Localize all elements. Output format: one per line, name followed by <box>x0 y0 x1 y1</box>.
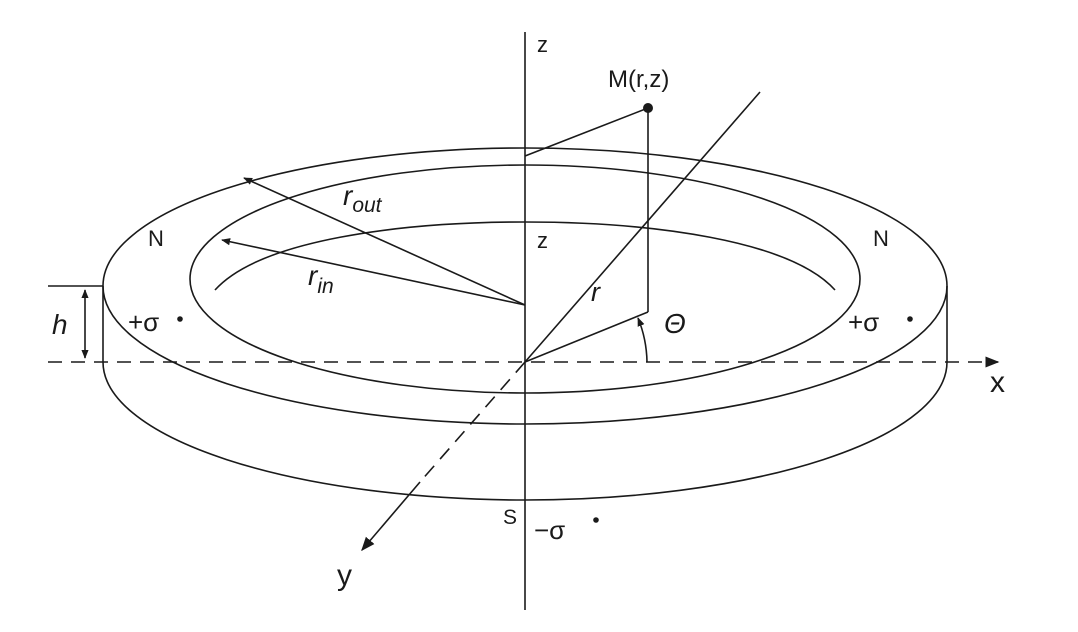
z-axis-label-top: z <box>537 32 548 57</box>
north-label-right: N <box>873 226 889 251</box>
y-axis-far <box>524 91 761 363</box>
sigma-plus-right: +σ <box>848 307 879 337</box>
height-label: h <box>52 309 68 340</box>
y-axis-near-solid <box>361 481 421 552</box>
theta-arc <box>637 317 648 363</box>
r-in-label: rin <box>308 260 334 298</box>
south-label: S <box>503 506 517 529</box>
sigma-dot-bottom <box>593 517 599 523</box>
sigma-dot-left <box>177 316 183 322</box>
north-label-left: N <box>148 226 164 251</box>
sigma-minus: −σ <box>534 515 565 545</box>
r-label: r <box>591 277 601 307</box>
sigma-plus-left: +σ <box>128 307 159 337</box>
m-to-z-axis-line <box>524 107 649 157</box>
y-axis-label: y <box>337 559 352 592</box>
z-axis-label-inner: z <box>537 228 548 253</box>
r-vector <box>524 311 649 363</box>
r-in-vector <box>221 238 526 306</box>
r-out-vector <box>243 177 526 306</box>
point-m-label: M(r,z) <box>608 66 669 93</box>
x-axis-label: x <box>990 366 1005 399</box>
y-axis-near-dashed <box>419 361 526 483</box>
r-out-label: rout <box>343 180 383 217</box>
theta-label: Θ <box>664 308 686 339</box>
point-m <box>643 103 653 113</box>
sigma-dot-right <box>907 316 913 322</box>
